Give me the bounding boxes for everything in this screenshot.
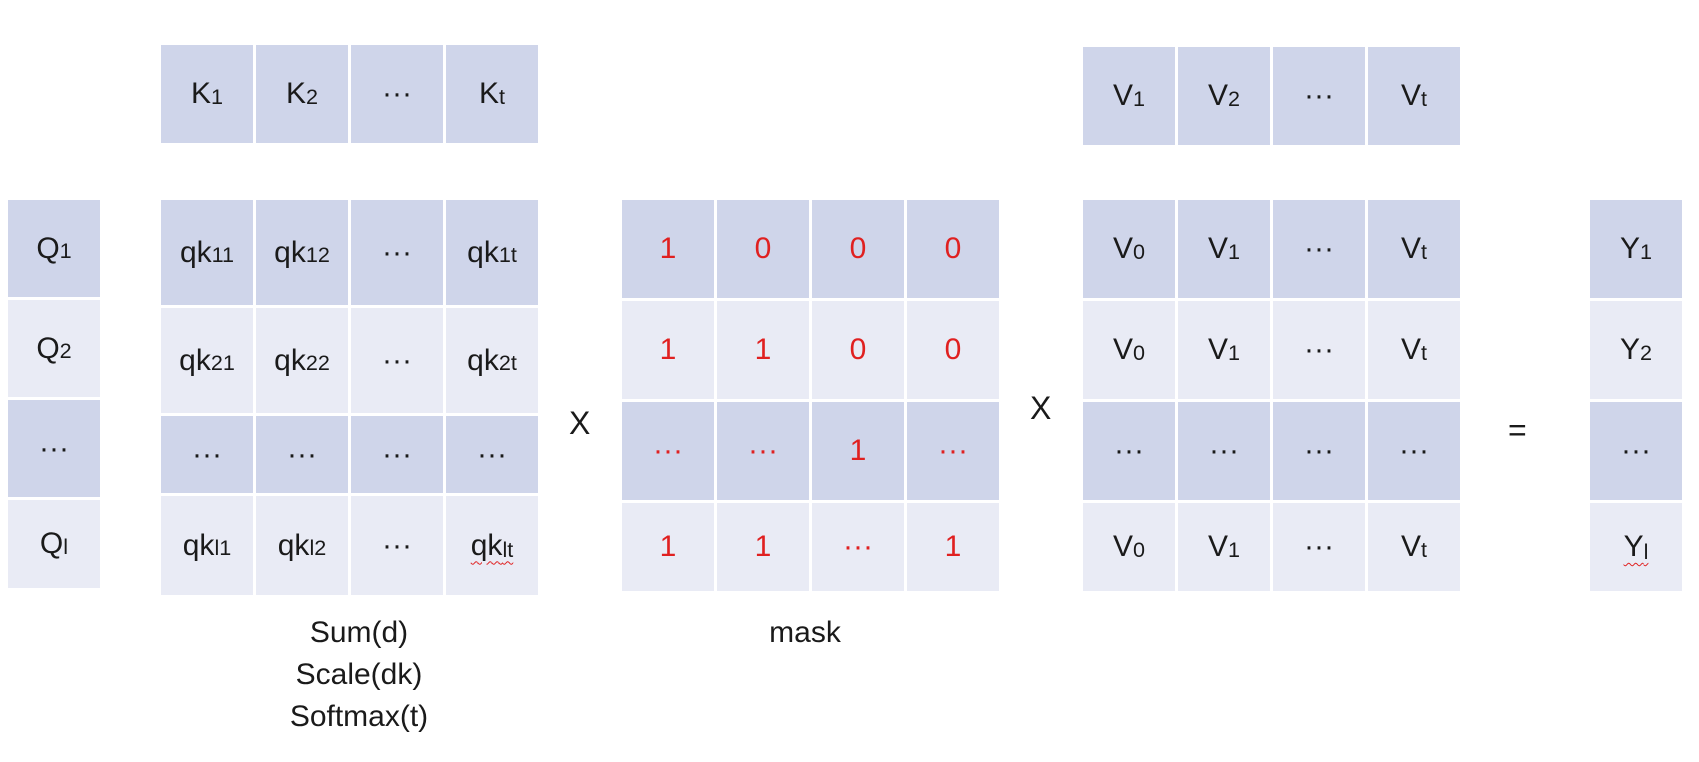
qk-cell: ··· [161,416,253,493]
k-header-cell: ··· [351,45,443,143]
mask-cell: 1 [622,200,714,298]
v-cell: ··· [1273,402,1365,500]
v-cell: ··· [1273,200,1365,298]
mask-cell: ··· [622,402,714,500]
qk-cell: qklt [446,496,538,595]
qk-cell: ··· [351,496,443,595]
qk-caption: Sum(d) Scale(dk) Softmax(t) [259,612,459,738]
qk-matrix-row: ··· ··· ··· ··· [161,416,538,493]
mask-matrix-row: 1 0 0 0 [622,200,999,298]
qk-cell: ··· [446,416,538,493]
mask-cell: 0 [717,200,809,298]
multiply-operator: X [1030,390,1052,426]
mask-cell: 0 [907,301,999,399]
v-cell: ··· [1273,301,1365,399]
mask-cell: 1 [717,503,809,591]
v-cell: ··· [1273,503,1365,591]
qk-caption-line: Sum(d) [309,616,409,649]
y-cell: ··· [1590,402,1682,500]
v-cell: ··· [1178,402,1270,500]
mask-cell: 0 [907,200,999,298]
mask-matrix-row: ··· ··· 1 ··· [622,402,999,500]
mask-cell: ··· [717,402,809,500]
mask-cell: 0 [812,200,904,298]
equals-operator: = [1508,412,1527,448]
qk-caption-line: Scale(dk) [295,658,423,691]
qk-cell: ··· [351,200,443,305]
mask-matrix-row: 1 1 0 0 [622,301,999,399]
v-matrix-row: ··· ··· ··· ··· [1083,402,1460,500]
q-cell: ··· [8,400,100,497]
y-cell: Yl [1590,503,1682,591]
mask-cell: 1 [907,503,999,591]
mask-cell: 1 [622,301,714,399]
mask-matrix-row: 1 1 ··· 1 [622,503,999,591]
mask-cell: ··· [907,402,999,500]
mask-cell: 1 [717,301,809,399]
v-cell: ··· [1083,402,1175,500]
v-header-cell: ··· [1273,47,1365,145]
v-cell: ··· [1368,402,1460,500]
mask-cell: 1 [812,402,904,500]
mask-cell: ··· [812,503,904,591]
qk-cell: ··· [351,416,443,493]
qk-cell: ··· [351,308,443,413]
qk-cell: ··· [256,416,348,493]
mask-matrix: 1 0 0 0 1 1 0 0 ··· ··· 1 ··· 1 1 ··· 1 [622,200,999,591]
qk-caption-line: Softmax(t) [289,700,429,733]
mask-cell: 1 [622,503,714,591]
multiply-operator: X [569,405,591,441]
mask-caption: mask [769,616,841,649]
mask-cell: 0 [812,301,904,399]
